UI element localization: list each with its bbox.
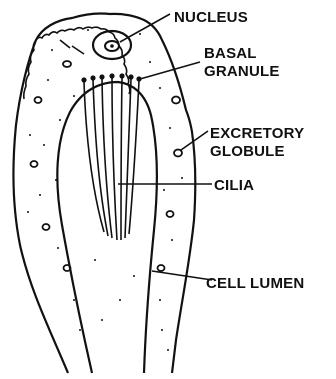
basal-granule [81, 77, 86, 82]
basal-granule [90, 75, 95, 80]
label-nucleus: NUCLEUS [174, 9, 248, 26]
label-cell-lumen: CELL LUMEN [206, 275, 304, 292]
excretory-globule [43, 224, 50, 230]
excretory-globule [35, 97, 42, 103]
basal-granule [128, 74, 133, 79]
excretory-globule [158, 265, 165, 271]
basal-granule [119, 73, 124, 78]
cilia-bundle [84, 78, 139, 240]
nucleus [93, 31, 131, 59]
excretory-globule [31, 161, 38, 167]
excretory-globule [167, 211, 174, 217]
label-excretory-line2: GLOBULE [210, 143, 285, 160]
cilium [93, 80, 108, 236]
cilium [112, 78, 117, 240]
nucleolus-core [110, 44, 114, 48]
label-basal-line1: BASAL [204, 45, 257, 62]
excretory-globules [31, 61, 183, 271]
cilium [121, 78, 122, 240]
label-cilia: CILIA [214, 177, 254, 194]
cell-membrane-ripples [36, 27, 130, 94]
leader-nucleus-tick [60, 40, 70, 48]
basal-granule [109, 73, 114, 78]
leader-nucleus-tick2 [72, 46, 84, 54]
excretory-globule [172, 97, 180, 104]
leader-cell-lumen [152, 271, 212, 280]
excretory-globule [174, 150, 182, 157]
label-excretory-line1: EXCRETORY [210, 125, 304, 142]
leader-nucleus [120, 14, 170, 42]
basal-granule [99, 74, 104, 79]
label-basal-line2: GRANULE [204, 63, 280, 80]
leader-basal-granule [140, 62, 200, 79]
excretory-globule [63, 61, 71, 67]
cytoplasm-stipple [27, 29, 183, 351]
cell-outer-outline [13, 14, 195, 374]
